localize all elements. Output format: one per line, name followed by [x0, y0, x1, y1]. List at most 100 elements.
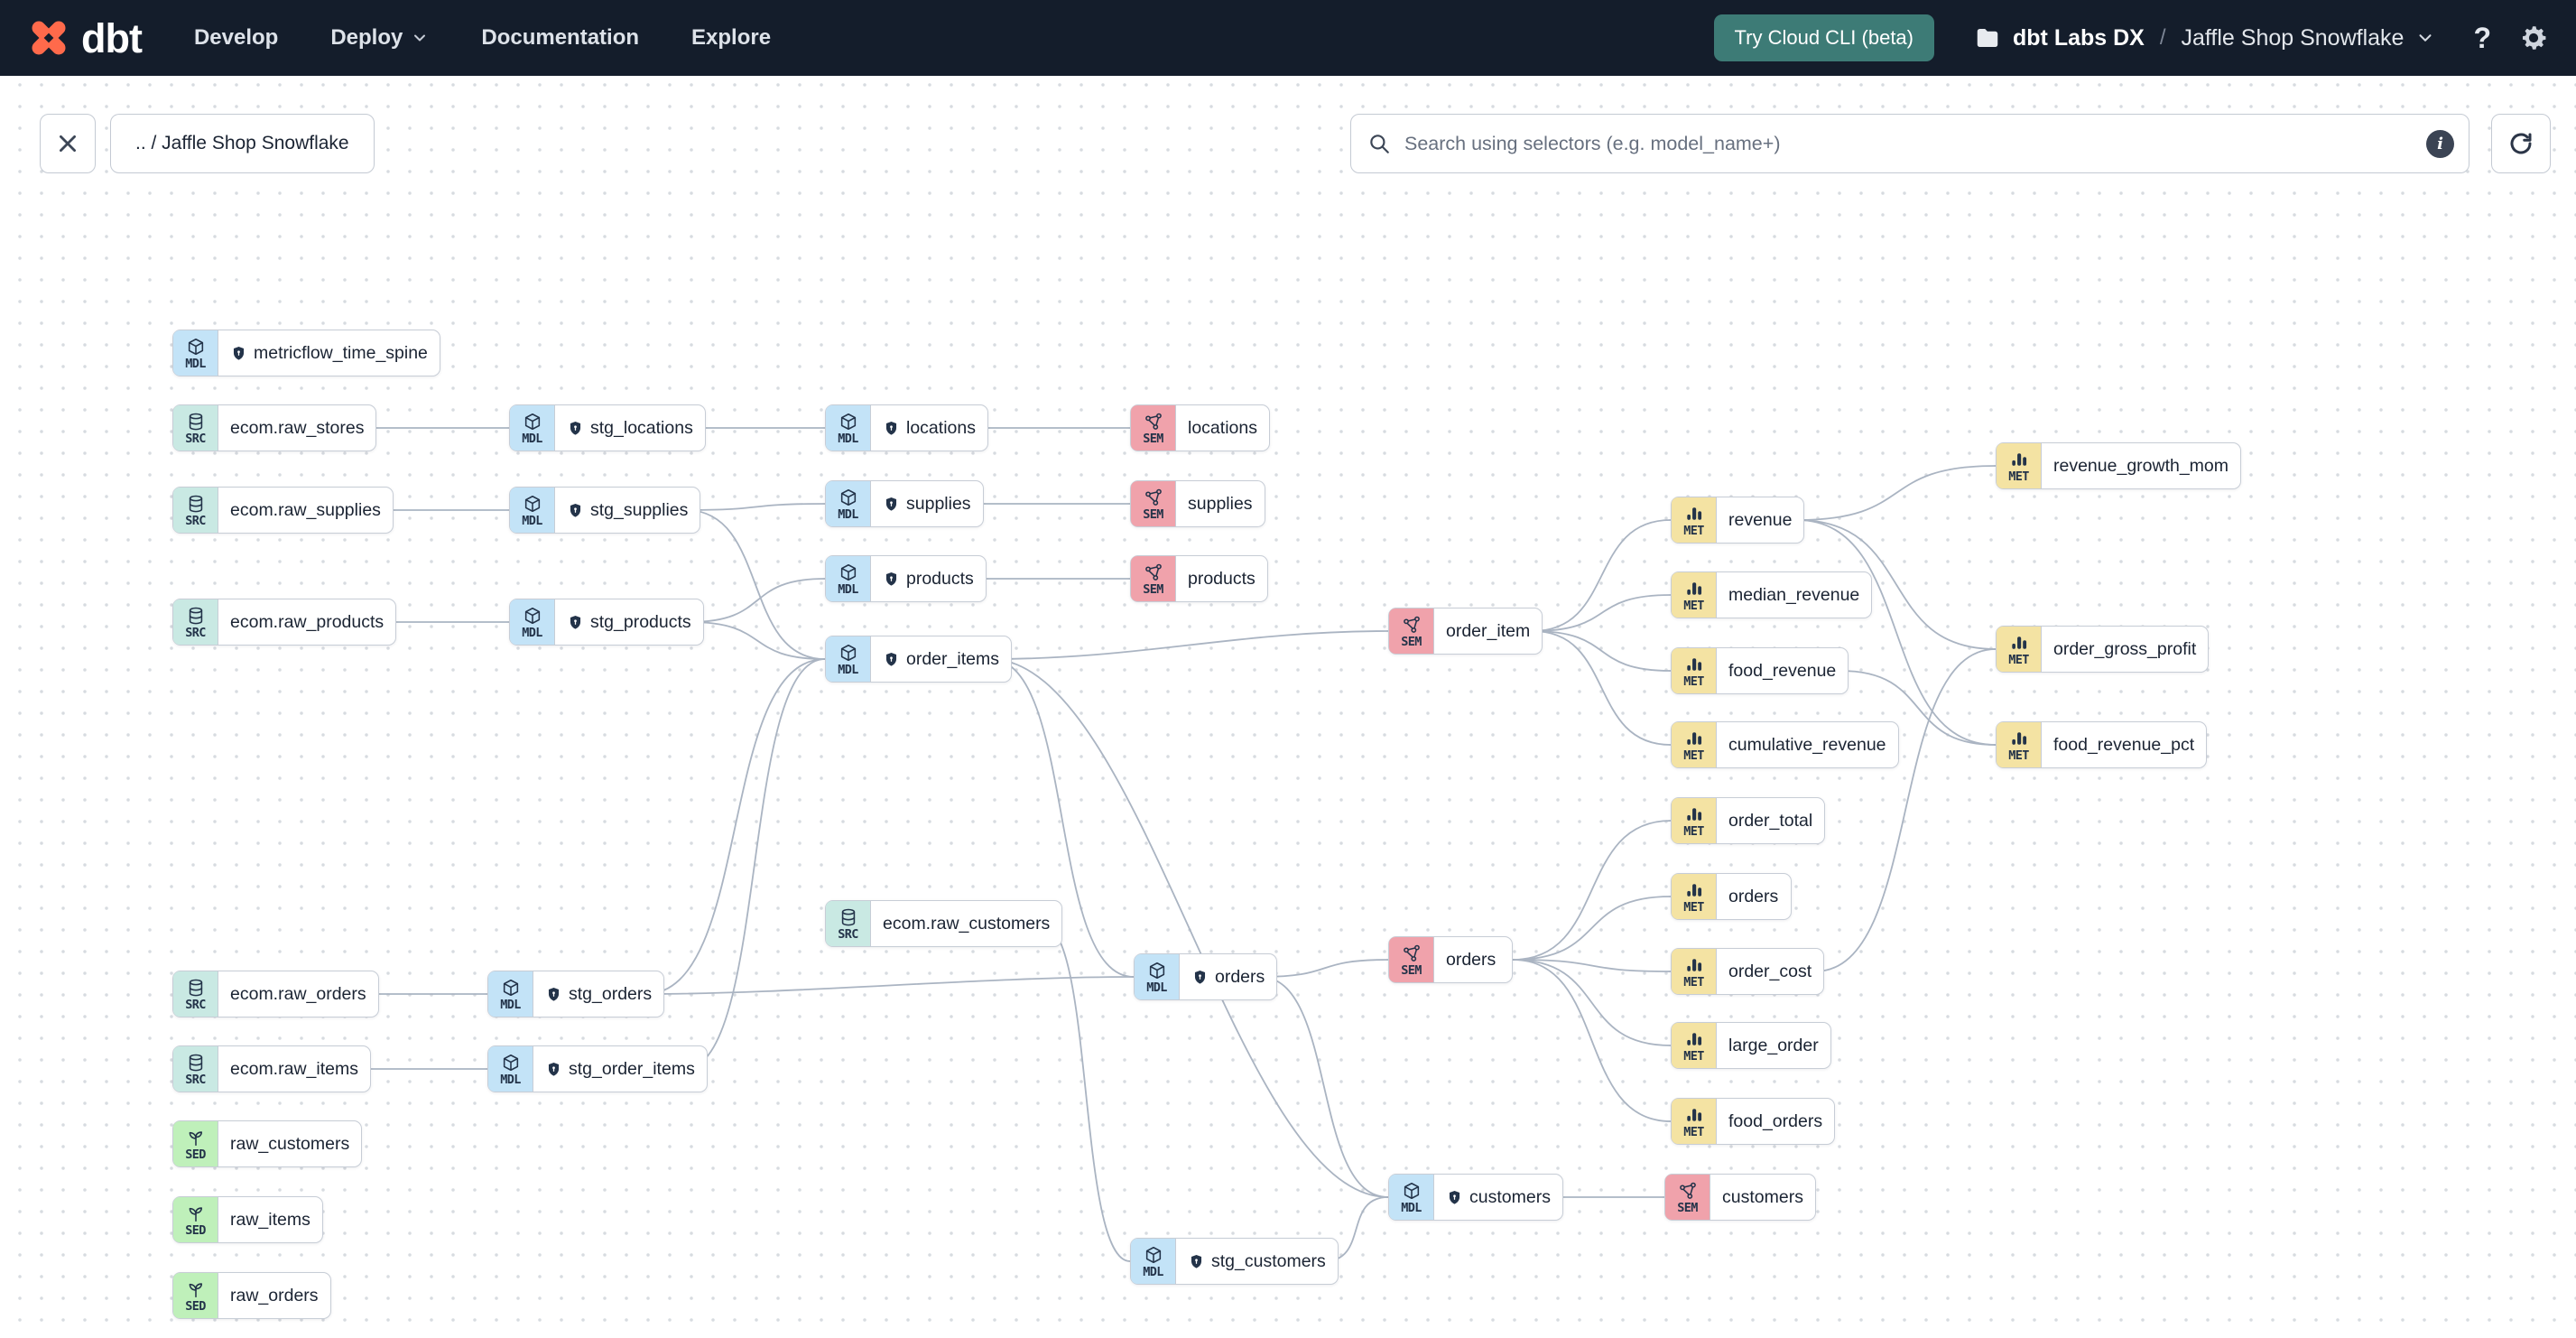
node-label: order_total [1728, 810, 1813, 831]
node-label: products [1188, 568, 1256, 589]
nav-item-deploy[interactable]: Deploy [330, 25, 429, 51]
metric-icon: MET [1672, 572, 1717, 618]
top-navbar: dbt Develop Deploy Documentation Explore Tr… [0, 0, 2576, 76]
project-picker[interactable]: dbt Labs DX / Jaffle Shop Snowflake [1974, 24, 2435, 51]
node-label: order_cost [1728, 961, 1812, 981]
node-type-label: MDL [838, 432, 858, 447]
search-input[interactable] [1403, 131, 2414, 156]
node-label: order_gross_profit [2053, 638, 2197, 659]
node-label: ecom.raw_products [230, 611, 385, 632]
node-label: ecom.raw_supplies [230, 499, 381, 520]
close-button[interactable] [40, 114, 96, 173]
lineage-edge [1796, 519, 1997, 746]
dbt-logo[interactable]: dbt [27, 16, 143, 60]
graph-node-order_total[interactable]: MET order_total [1671, 797, 1826, 844]
info-icon[interactable]: i [2426, 129, 2454, 158]
gear-icon[interactable] [2518, 23, 2549, 53]
metric-icon: MET [1672, 722, 1717, 767]
node-type-label: MDL [500, 1073, 521, 1088]
graph-node-stg_order_items[interactable]: MDL stg_order_items [487, 1045, 708, 1092]
node-type-label: MDL [522, 432, 542, 447]
lineage-edge [1839, 670, 1997, 746]
node-label: customers [1469, 1186, 1551, 1207]
node-type-label: SEM [1401, 963, 1422, 979]
node-type-label: MET [2008, 748, 2029, 764]
node-label: median_revenue [1728, 584, 1860, 605]
node-type-label: MDL [1143, 1265, 1163, 1280]
search-icon [1370, 135, 1389, 153]
lineage-edge [1512, 959, 1672, 1122]
node-label: order_items [906, 648, 999, 669]
metric-icon: MET [1672, 798, 1717, 843]
lineage-edge [644, 658, 826, 995]
node-label: stg_order_items [569, 1058, 695, 1079]
breadcrumb-text: .. / Jaffle Shop Snowflake [135, 133, 349, 153]
nav-item-explore[interactable]: Explore [691, 25, 772, 50]
semantic-model-icon: SEM [1131, 481, 1176, 526]
lineage-edge [1796, 465, 1997, 521]
lineage-edge [1532, 630, 1672, 746]
shield-icon [885, 497, 897, 511]
node-label: locations [906, 417, 976, 438]
metric-icon: MET [1672, 648, 1717, 693]
help-icon[interactable]: ? [2473, 22, 2491, 54]
nav-item-documentation[interactable]: Documentation [481, 25, 640, 50]
source-database-icon: SRC [173, 971, 218, 1017]
nav-item-develop[interactable]: Develop [193, 25, 279, 50]
node-label: products [906, 568, 974, 589]
account-name: dbt Labs DX [2013, 24, 2145, 51]
lineage-edge [989, 658, 1135, 978]
dbt-logo-icon [32, 21, 66, 55]
node-label: large_order [1728, 1035, 1819, 1055]
refresh-button[interactable] [2491, 114, 2551, 173]
chevron-down-icon [414, 34, 426, 42]
try-cloud-cli-button[interactable]: Try Cloud CLI (beta) [1713, 14, 1934, 61]
node-type-label: SRC [185, 998, 206, 1013]
breadcrumb[interactable]: .. / Jaffle Shop Snowflake [110, 114, 375, 173]
model-cube-icon: MDL [826, 481, 871, 526]
graph-node-locations_mdl[interactable]: MDL locations [825, 404, 988, 451]
shield-icon [885, 652, 897, 666]
graph-node-median_revenue[interactable]: MET median_revenue [1671, 571, 1873, 618]
node-label: orders [1215, 966, 1265, 987]
node-type-label: MET [1683, 674, 1704, 690]
node-type-label: SRC [838, 927, 858, 943]
node-type-label: MDL [522, 514, 542, 529]
